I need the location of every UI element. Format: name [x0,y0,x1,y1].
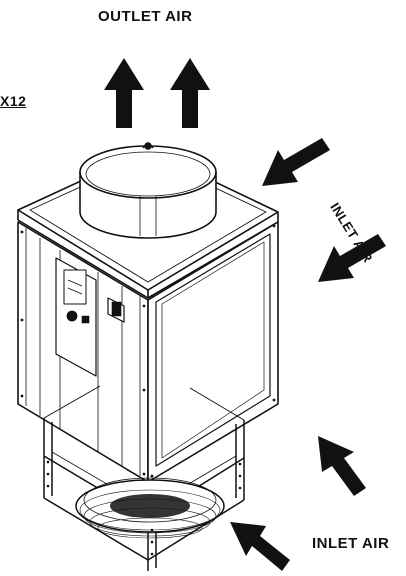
inlet-side-arrows [262,138,386,282]
right-face [147,221,279,483]
inlet-arrow-bottom-center-icon [230,522,290,571]
inlet-air-bottom-label: INLET AIR [312,535,390,552]
inlet-arrow-upper-icon [262,138,330,186]
outlet-arrow-right-icon [170,58,210,128]
outlet-arrow-left-icon [104,58,144,128]
outlet-air-label: OUTLET AIR [98,8,193,25]
outlet-arrows [104,58,210,128]
inlet-arrow-lower-icon [318,234,386,282]
outlet-collar [79,142,217,239]
left-face [17,221,149,483]
inlet-arrow-bottom-right-icon [318,436,366,496]
base-frame [43,385,245,571]
inlet-bottom-arrows [230,436,366,571]
fan-icon [75,477,225,539]
model-partial-label: X12 [0,93,27,109]
